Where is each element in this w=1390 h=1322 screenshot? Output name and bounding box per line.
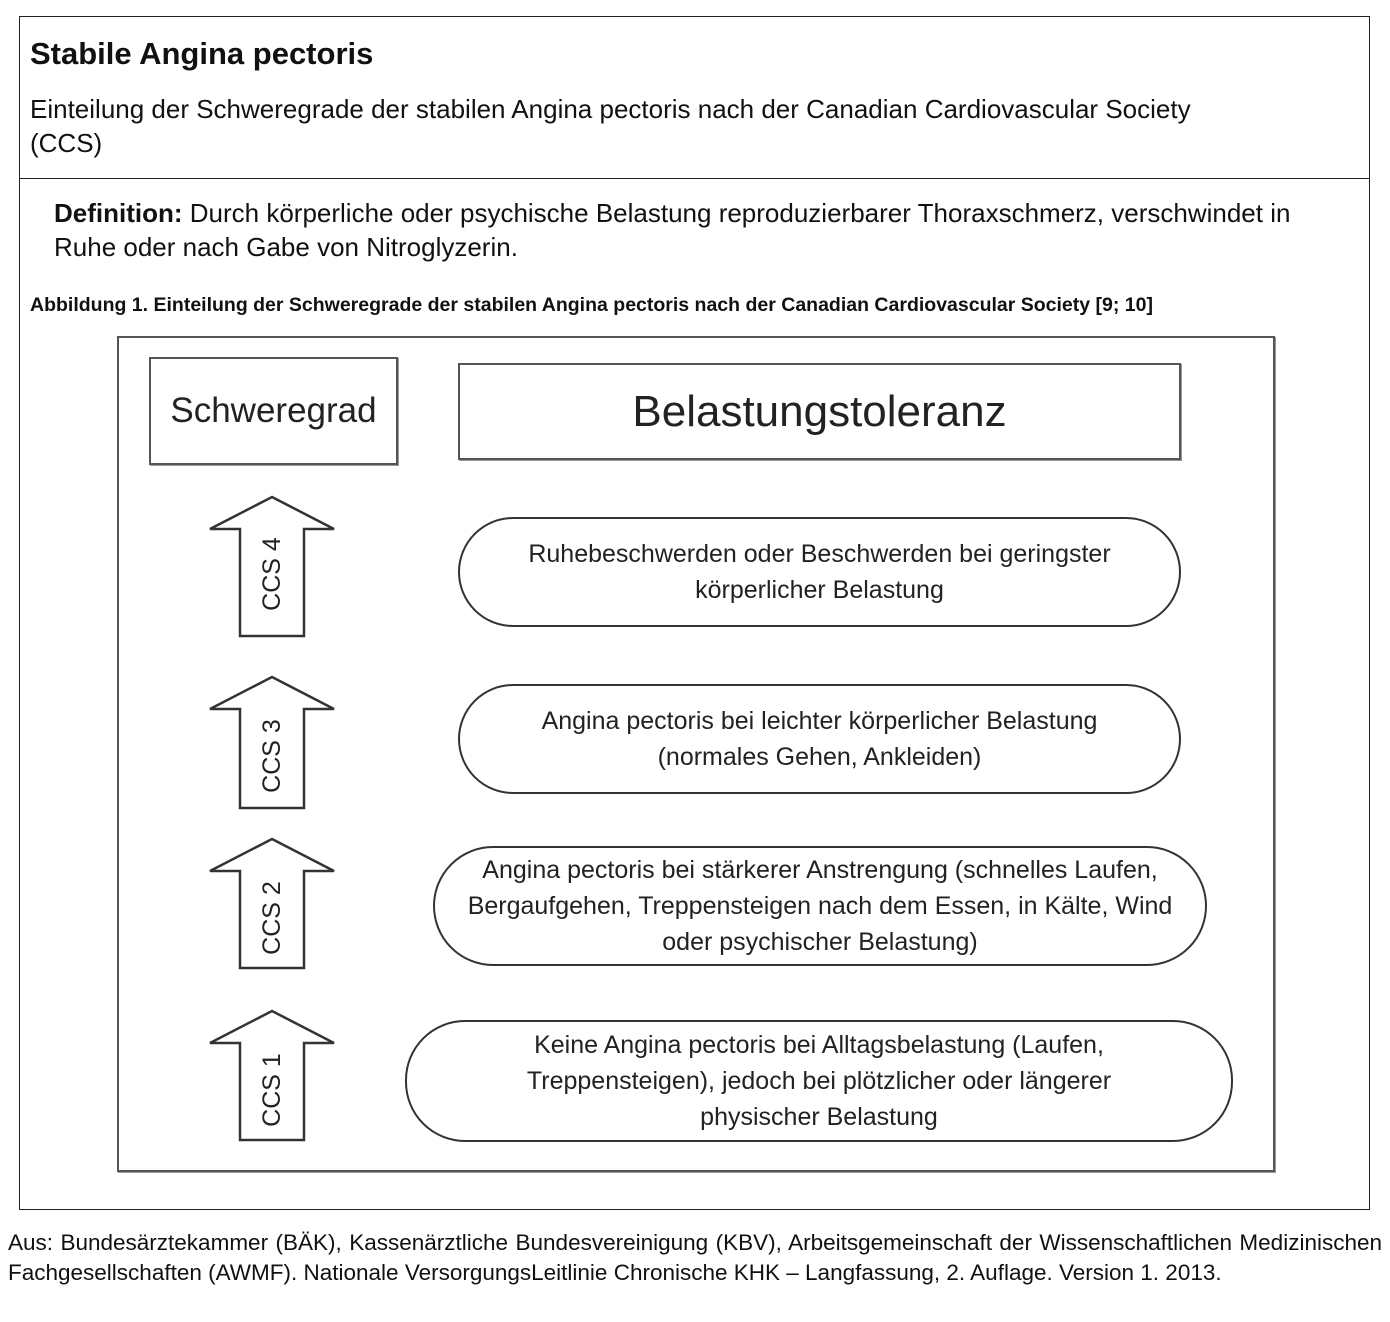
definition: Definition: Durch körperliche oder psych… (54, 196, 1304, 264)
tolerance-text: Angina pectoris bei stärkerer Anstrengun… (467, 856, 1173, 956)
arrow-label: CCS 2 (258, 881, 286, 955)
arrow-label: CCS 4 (258, 537, 286, 611)
arrow-ccs-1: CCS 1 (208, 1008, 338, 1144)
definition-text: Durch körperliche oder psychische Belast… (54, 198, 1291, 262)
column-header-tolerance: Belastungstoleranz (458, 363, 1181, 460)
tolerance-ccs-3: Angina pectoris bei leichter körperliche… (458, 684, 1181, 794)
info-box (19, 16, 1370, 1210)
tolerance-ccs-1: Keine Angina pectoris bei Alltagsbelastu… (405, 1020, 1233, 1142)
tolerance-text: Keine Angina pectoris bei Alltagsbelastu… (526, 1031, 1112, 1131)
header-divider (19, 178, 1370, 179)
tolerance-ccs-4: Ruhebeschwerden oder Beschwerden bei ger… (458, 517, 1181, 627)
arrow-ccs-3: CCS 3 (208, 674, 338, 812)
page-title: Stabile Angina pectoris (30, 36, 374, 71)
arrow-label: CCS 1 (258, 1053, 286, 1127)
tolerance-text: Angina pectoris bei leichter körperliche… (541, 707, 1098, 771)
arrow-label: CCS 3 (258, 719, 286, 793)
definition-label: Definition: (54, 198, 183, 228)
arrow-ccs-2: CCS 2 (208, 836, 338, 972)
source-citation: Aus: Bundesärztekammer (BÄK), Kassenärzt… (8, 1230, 1382, 1285)
figure-caption: Abbildung 1. Einteilung der Schweregrade… (30, 294, 1153, 316)
tolerance-ccs-2: Angina pectoris bei stärkerer Anstrengun… (433, 846, 1207, 966)
diagram-frame (117, 336, 1275, 1172)
column-header-severity: Schweregrad (149, 357, 398, 465)
page-subtitle: Einteilung der Schweregrade der stabilen… (30, 94, 1191, 158)
tolerance-text: Ruhebeschwerden oder Beschwerden bei ger… (528, 540, 1111, 604)
arrow-ccs-4: CCS 4 (208, 494, 338, 640)
